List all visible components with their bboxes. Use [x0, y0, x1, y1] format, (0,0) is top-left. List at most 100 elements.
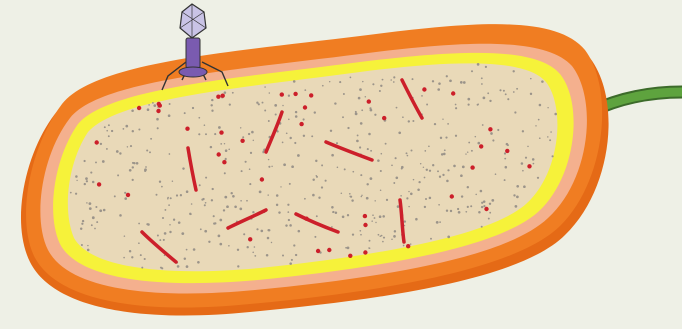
- ribosome: [318, 197, 320, 199]
- ribosome: [176, 194, 178, 196]
- ribosome: [116, 150, 119, 153]
- ribosome: [213, 222, 215, 224]
- dna-dot: [348, 254, 352, 258]
- ribosome: [256, 102, 258, 104]
- dna-dot: [304, 217, 308, 221]
- ribosome: [368, 133, 371, 136]
- ribosome: [271, 242, 272, 243]
- dna-dot: [309, 93, 313, 97]
- ribosome: [312, 194, 315, 197]
- ribosome: [499, 89, 501, 91]
- ribosome: [205, 202, 207, 204]
- ribosome: [361, 109, 363, 111]
- ribosome: [95, 161, 97, 163]
- dna-dot: [157, 102, 161, 106]
- ribosome: [483, 205, 485, 207]
- ribosome: [230, 192, 232, 194]
- ribosome: [246, 200, 248, 202]
- ribosome: [293, 244, 295, 246]
- ribosome: [180, 194, 182, 196]
- ribosome: [160, 267, 162, 269]
- ribosome: [379, 215, 382, 218]
- ribosome: [241, 170, 243, 172]
- ribosome: [294, 81, 295, 82]
- ribosome: [256, 228, 258, 230]
- ribosome: [262, 102, 264, 104]
- ribosome: [81, 223, 83, 225]
- ribosome: [549, 139, 551, 141]
- ribosome: [421, 95, 423, 97]
- ribosome: [369, 107, 371, 109]
- ribosome: [85, 177, 88, 180]
- ribosome: [286, 132, 288, 134]
- ribosome: [204, 204, 206, 206]
- ribosome: [468, 142, 470, 144]
- ribosome: [408, 120, 410, 122]
- ribosome: [396, 107, 398, 109]
- ribosome: [393, 235, 396, 238]
- ribosome: [477, 104, 479, 106]
- ribosome: [211, 110, 213, 112]
- ribosome: [312, 179, 314, 181]
- ribosome: [521, 162, 524, 165]
- ribosome: [84, 160, 86, 162]
- ribosome: [444, 149, 446, 151]
- ribosome: [89, 207, 92, 210]
- ribosome: [219, 243, 222, 246]
- phage-base-plate: [179, 67, 207, 77]
- ribosome: [467, 98, 470, 101]
- ribosome: [138, 223, 140, 225]
- ribosome: [489, 212, 491, 214]
- ribosome: [212, 188, 214, 190]
- ribosome: [468, 104, 470, 106]
- ribosome: [380, 235, 382, 237]
- ribosome: [127, 146, 128, 147]
- ribosome: [178, 221, 181, 224]
- ribosome: [439, 176, 441, 178]
- ribosome: [379, 90, 381, 92]
- ribosome: [252, 211, 254, 213]
- ribosome: [198, 117, 200, 119]
- ribosome: [343, 93, 345, 95]
- dna-dot: [299, 122, 303, 126]
- ribosome: [266, 254, 269, 257]
- ribosome: [522, 130, 524, 132]
- ribosome: [208, 241, 210, 243]
- ribosome: [377, 159, 380, 162]
- ribosome: [426, 169, 428, 171]
- ribosome: [268, 159, 269, 160]
- ribosome: [432, 80, 434, 82]
- ribosome: [169, 153, 171, 155]
- ribosome: [218, 235, 221, 238]
- dna-dot: [221, 94, 225, 98]
- ribosome: [489, 100, 491, 102]
- ribosome: [539, 137, 541, 139]
- ribosome: [337, 167, 339, 169]
- ribosome: [370, 150, 372, 152]
- ribosome: [264, 110, 266, 112]
- ribosome: [252, 252, 254, 254]
- ribosome: [359, 146, 361, 148]
- ribosome: [92, 216, 95, 219]
- ribosome: [164, 209, 166, 211]
- ribosome: [111, 130, 113, 132]
- ribosome: [267, 229, 269, 231]
- ribosome: [117, 174, 119, 176]
- ribosome: [538, 119, 540, 121]
- ribosome: [193, 248, 196, 251]
- dna-dot: [217, 152, 221, 156]
- ribosome: [440, 137, 442, 139]
- ribosome: [453, 165, 456, 168]
- ribosome: [249, 168, 251, 170]
- ribosome: [483, 97, 486, 100]
- ribosome: [124, 192, 126, 194]
- ribosome: [424, 150, 426, 152]
- ribosome: [467, 151, 468, 152]
- ribosome: [181, 232, 184, 235]
- ribosome: [550, 131, 552, 133]
- ribosome: [291, 165, 294, 168]
- ribosome: [437, 170, 439, 172]
- dna-dot: [505, 149, 509, 153]
- ribosome: [268, 166, 270, 168]
- ribosome: [87, 245, 88, 246]
